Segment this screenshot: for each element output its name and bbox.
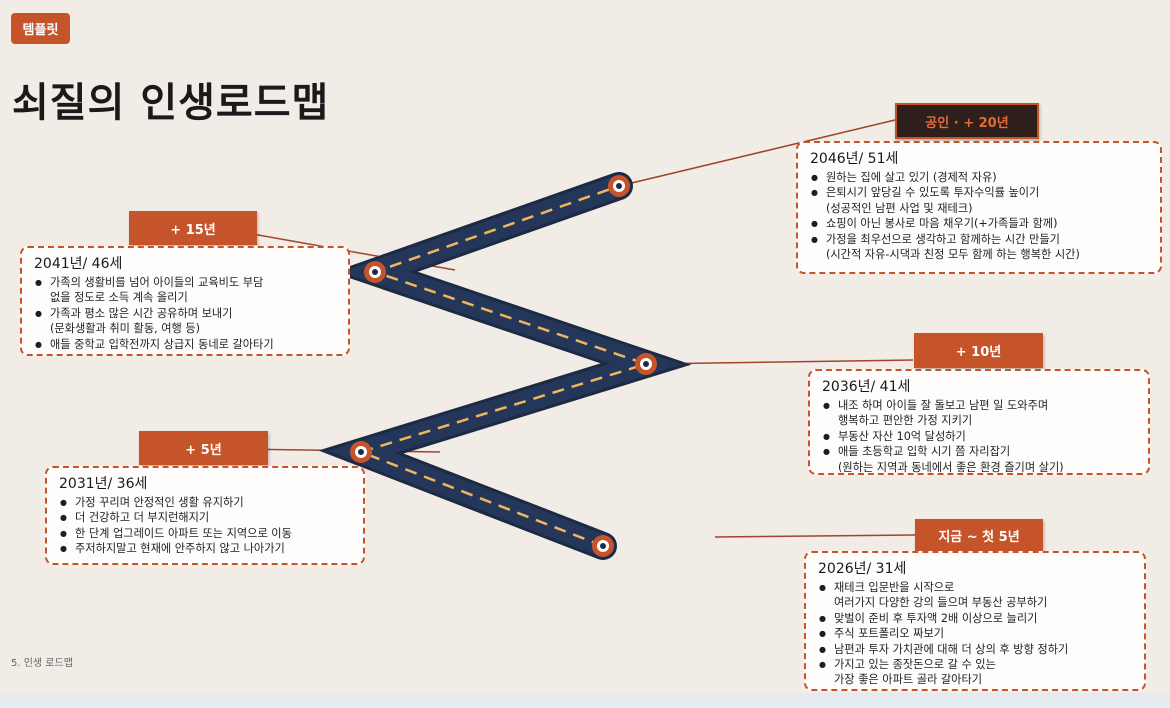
milestone-box-20y: 2046년/ 51세 원하는 집에 살고 있기 (경제적 자유) 은퇴시기 앞당… bbox=[796, 141, 1162, 274]
milestone-label-20y: 공인 · + 20년 bbox=[895, 103, 1039, 139]
list-item: 원하는 집에 살고 있기 (경제적 자유) bbox=[810, 170, 1150, 186]
marker-10y bbox=[635, 353, 657, 375]
marker-15y bbox=[364, 261, 386, 283]
milestone-label-5y: + 5년 bbox=[139, 431, 268, 465]
marker-5y bbox=[350, 441, 372, 463]
slide-footer: 5. 인생 로드맵 bbox=[11, 658, 73, 669]
list-item: 쇼핑이 아닌 봉사로 마음 채우기(+가족들과 함께) bbox=[810, 216, 1150, 232]
list-item: 주저하지말고 현재에 안주하지 않고 나아가기 bbox=[59, 541, 353, 557]
page-title: 쇠질의 인생로드맵 bbox=[12, 80, 330, 126]
list-item: 가족과 평소 많은 시간 공유하며 보내기(문화생활과 취미 활동, 여행 등) bbox=[34, 306, 338, 337]
list-item: 부동산 자산 10억 달성하기 bbox=[822, 429, 1138, 445]
connector-10y bbox=[645, 359, 914, 365]
list-item: 애들 중학교 입학전까지 상급지 동네로 갈아타기 bbox=[34, 337, 338, 353]
milestone-box-10y: 2036년/ 41세 내조 하며 아이들 잘 돌보고 남편 일 도와주며행복하고… bbox=[808, 369, 1150, 475]
milestone-label-now: 지금 ~ 첫 5년 bbox=[915, 519, 1043, 552]
milestone-year: 2046년/ 51세 bbox=[810, 151, 899, 167]
list-item: 남편과 투자 가치관에 대해 더 상의 후 방향 정하기 bbox=[818, 642, 1134, 658]
milestone-markers bbox=[350, 175, 657, 557]
list-item: 가정을 최우선으로 생각하고 함께하는 시간 만들기(시간적 자유-시댁과 친정… bbox=[810, 232, 1150, 263]
list-item: 은퇴시기 앞당길 수 있도록 투자수익률 높이기(성공적인 남편 사업 및 재테… bbox=[810, 185, 1150, 216]
list-item: 한 단계 업그레이드 아파트 또는 지역으로 이동 bbox=[59, 526, 353, 542]
marker-20y bbox=[608, 175, 630, 197]
list-item: 가정 꾸리며 안정적인 생활 유지하기 bbox=[59, 495, 353, 511]
list-item: 주식 포트폴리오 짜보기 bbox=[818, 626, 1134, 642]
milestone-box-5y: 2031년/ 36세 가정 꾸리며 안정적인 생활 유지하기 더 건강하고 더 … bbox=[45, 466, 365, 565]
milestone-label-10y: + 10년 bbox=[914, 333, 1043, 368]
list-item: 더 건강하고 더 부지런해지기 bbox=[59, 510, 353, 526]
connector-now bbox=[714, 534, 916, 538]
connector-20y bbox=[618, 119, 896, 187]
marker-now bbox=[592, 535, 614, 557]
template-tag: 템플릿 bbox=[11, 13, 70, 44]
road-lane-dashes bbox=[357, 184, 651, 548]
milestone-year: 2026년/ 31세 bbox=[818, 561, 907, 577]
milestone-year: 2041년/ 46세 bbox=[34, 256, 123, 272]
milestone-year: 2036년/ 41세 bbox=[822, 379, 911, 395]
list-item: 애들 초등학교 입학 시기 쯤 자리잡기(원하는 지역과 동네에서 좋은 환경 … bbox=[822, 444, 1138, 475]
list-item: 맞벌이 준비 후 투자액 2배 이상으로 늘리기 bbox=[818, 611, 1134, 627]
milestone-year: 2031년/ 36세 bbox=[59, 476, 148, 492]
bottom-bar bbox=[0, 693, 1170, 708]
milestone-label-15y: + 15년 bbox=[129, 211, 257, 245]
